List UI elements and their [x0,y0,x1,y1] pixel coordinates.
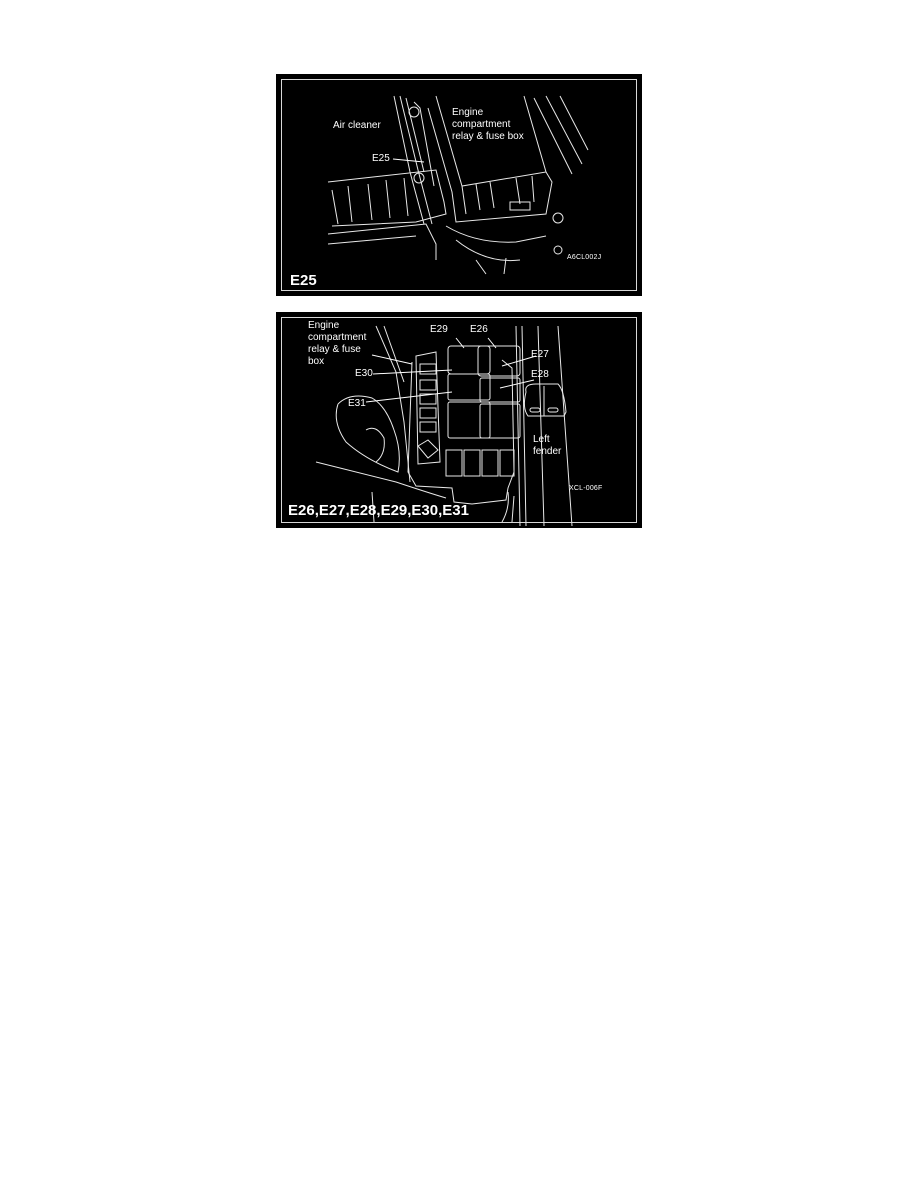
label-fuse-box-line2: compartment [308,332,367,343]
label-fuse-box-line4: box [308,356,325,367]
label-fuse-box-line1: Engine [308,320,340,331]
engine-bay-illustration-e25 [327,95,589,275]
figure-code: XCL-006F [569,485,603,492]
figure-frame [281,317,637,523]
label-e30: E30 [355,368,373,379]
label-e27: E27 [531,349,549,360]
label-left-fender-line1: Left [533,434,550,445]
figure-code: A6CL002J [567,254,602,261]
label-connector-e25: E25 [372,153,390,164]
figure-caption: E26,E27,E28,E29,E30,E31 [288,502,469,519]
label-air-cleaner: Air cleaner [333,120,381,131]
label-e29: E29 [430,324,448,335]
label-e26: E26 [470,324,488,335]
label-fuse-box-line3: relay & fuse box [452,131,524,142]
label-fuse-box-line2: compartment [452,119,511,130]
figure-e25: Air cleaner Engine compartment relay & f… [276,74,642,296]
figure-e26-e31: Engine compartment relay & fuse box E29 … [276,312,642,528]
label-fuse-box-line1: Engine [452,107,484,118]
label-e28: E28 [531,369,549,380]
label-left-fender-line2: fender [533,446,562,457]
figure-caption: E25 [290,272,317,289]
label-e31: E31 [348,398,366,409]
figure-frame [281,79,637,291]
label-fuse-box-line3: relay & fuse [308,344,361,355]
